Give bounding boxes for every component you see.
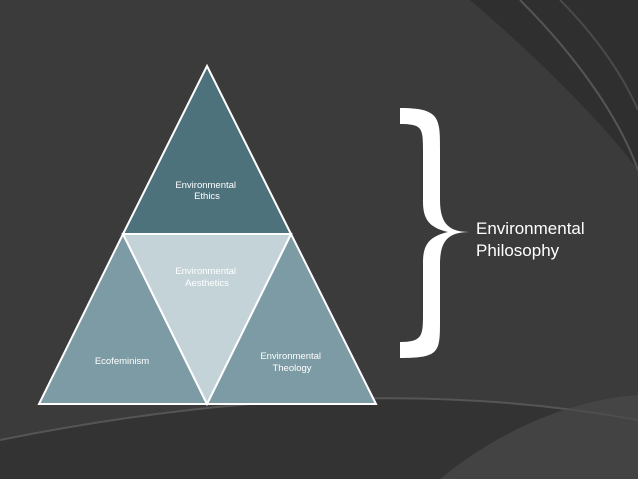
label-environmental-ethics: Environmental Ethics <box>175 180 238 202</box>
background-arc-1 <box>519 0 638 171</box>
background-bottom-corner <box>440 395 638 479</box>
right-curly-brace <box>400 108 470 358</box>
label-environmental-aesthetics: Environmental Aesthetics <box>175 266 238 289</box>
label-environmental-philosophy: Environmental Philosophy <box>476 219 589 260</box>
label-environmental-theology: Environmental Theology <box>260 351 323 374</box>
background-arc-2 <box>559 0 638 111</box>
triangle-environmental-ethics <box>121 63 293 235</box>
label-ecofeminism: Ecofeminism <box>95 356 149 367</box>
triangle-environmental-aesthetics <box>121 233 293 407</box>
background-band <box>470 0 638 170</box>
